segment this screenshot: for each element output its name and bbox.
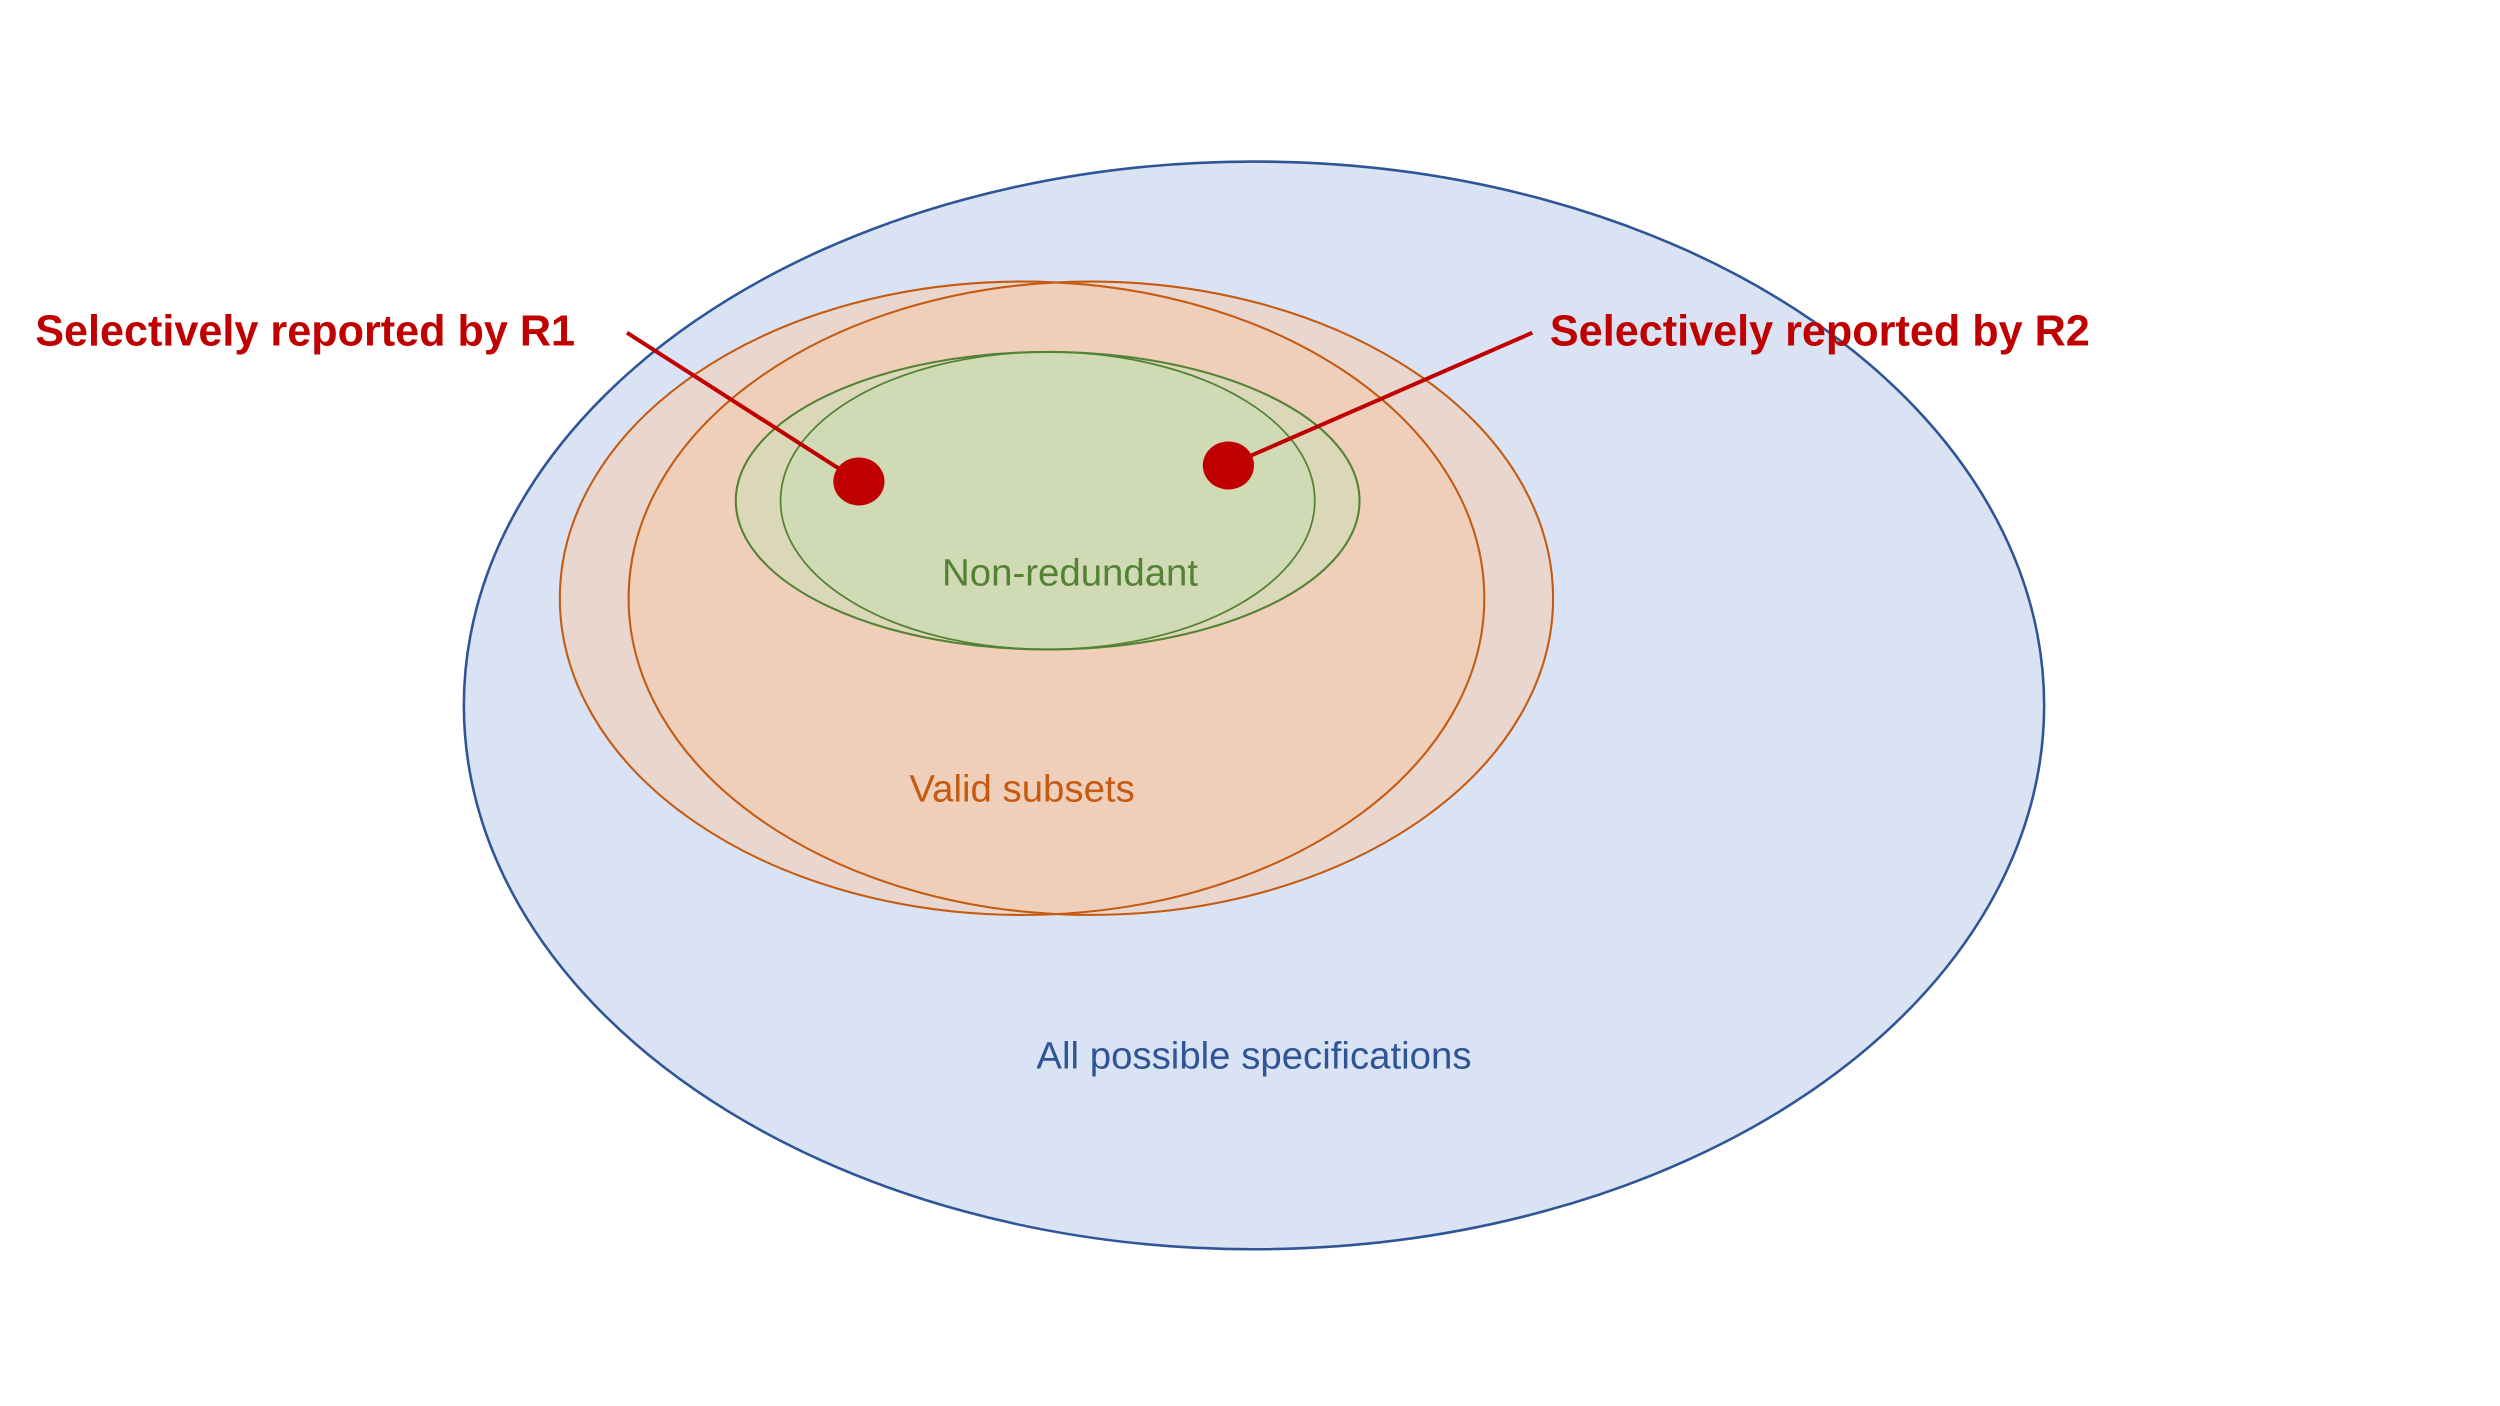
non-redundant-set [734,350,1361,651]
r2-point [1202,441,1254,490]
all-specifications-label: All possible specifications [1036,1034,1471,1077]
r2-label: Selectively reported by R2 [1550,308,2090,356]
r1-pointer-line [625,331,861,484]
non-redundant-label: Non-redundant [942,551,1198,594]
valid-subsets-label: Valid subsets [909,767,1134,810]
r1-label: Selectively reported by R1 [35,308,575,356]
r1-point [833,457,885,506]
r2-pointer-line [1227,330,1534,468]
